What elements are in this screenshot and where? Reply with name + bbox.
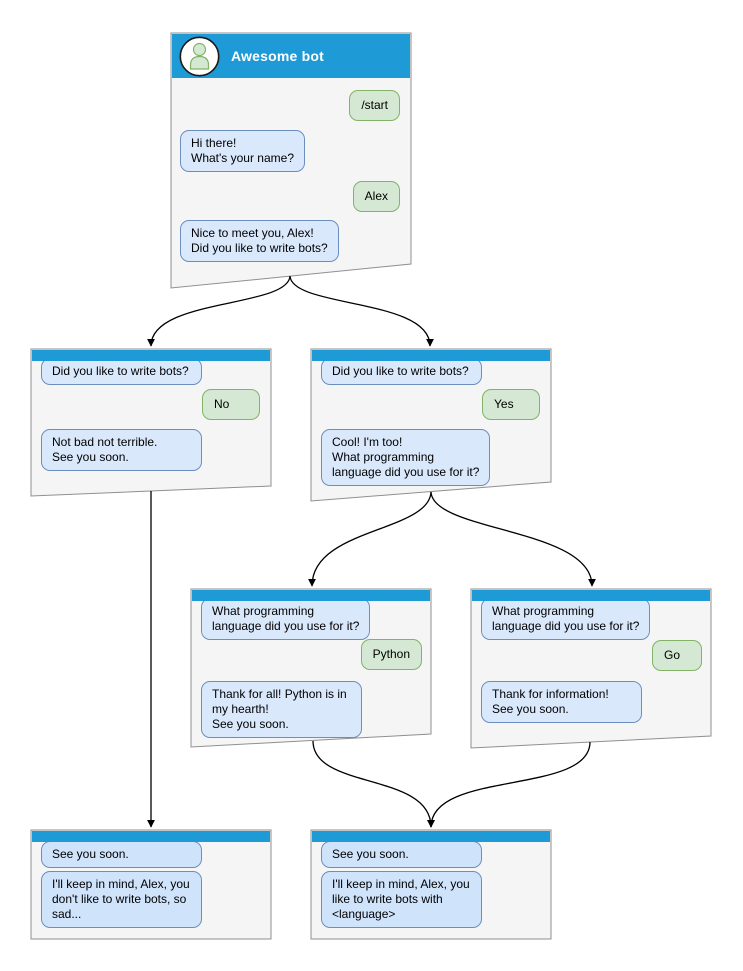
connector-start-to-branch-no xyxy=(147,275,291,347)
chat-header-bar xyxy=(192,590,430,601)
user-message-bubble: /start xyxy=(349,90,400,121)
connector-branch-yes-to-python xyxy=(308,491,432,587)
bot-message-bubble: Cool! I'm too! What programming language… xyxy=(321,429,491,486)
bot-message-bubble: I'll keep in mind, Alex, you don't like … xyxy=(41,871,202,928)
chat-header-bar xyxy=(32,831,270,842)
bot-message-bubble: Thank for all! Python is in my hearth! S… xyxy=(201,681,362,738)
chat-window-main: Awesome bot /start Hi there! What's your… xyxy=(171,33,411,288)
person-icon xyxy=(179,35,220,77)
chat-header-main: Awesome bot xyxy=(172,34,410,78)
bot-title: Awesome bot xyxy=(231,48,324,64)
chat-header-bar xyxy=(312,831,550,842)
user-message-bubble: Yes xyxy=(482,389,540,420)
chat-window-branch-python: What programming language did you use fo… xyxy=(191,589,431,747)
user-message-bubble: Go xyxy=(652,640,702,671)
bot-message-bubble: Thank for information! See you soon. xyxy=(481,681,642,723)
chat-window-branch-go: What programming language did you use fo… xyxy=(471,589,711,748)
chat-window-branch-yes: Did you like to write bots? Yes Cool! I'… xyxy=(311,349,551,501)
connector-start-to-branch-yes xyxy=(289,275,434,347)
connector-branch-yes-to-go xyxy=(430,491,596,587)
user-message-bubble: Alex xyxy=(352,181,400,212)
chat-window-final-no: See you soon. I'll keep in mind, Alex, y… xyxy=(31,830,271,939)
chat-header-bar xyxy=(32,350,270,361)
bot-message-bubble: What programming language did you use fo… xyxy=(481,598,651,640)
bot-message-bubble: See you soon. xyxy=(41,841,202,868)
bot-message-bubble: I'll keep in mind, Alex, you like to wri… xyxy=(321,871,482,928)
chat-header-bar xyxy=(312,350,550,361)
user-message-bubble: No xyxy=(202,389,260,420)
bot-message-bubble: Hi there! What's your name? xyxy=(180,130,306,172)
connector-go-to-final-yes xyxy=(427,741,591,828)
user-message-bubble: Python xyxy=(360,639,422,670)
chat-header-bar xyxy=(472,590,710,601)
bot-message-bubble: Did you like to write bots? xyxy=(321,358,482,385)
bot-message-bubble: Did you like to write bots? xyxy=(41,358,202,385)
connector-python-to-final-yes xyxy=(312,740,435,828)
bot-message-bubble: What programming language did you use fo… xyxy=(201,598,371,640)
bot-message-bubble: Nice to meet you, Alex! Did you like to … xyxy=(180,220,339,262)
chat-window-final-yes: See you soon. I'll keep in mind, Alex, y… xyxy=(311,830,551,939)
bot-message-bubble: Not bad not terrible. See you soon. xyxy=(41,429,202,471)
chat-window-branch-no: Did you like to write bots? No Not bad n… xyxy=(31,349,271,496)
bot-message-bubble: See you soon. xyxy=(321,841,482,868)
